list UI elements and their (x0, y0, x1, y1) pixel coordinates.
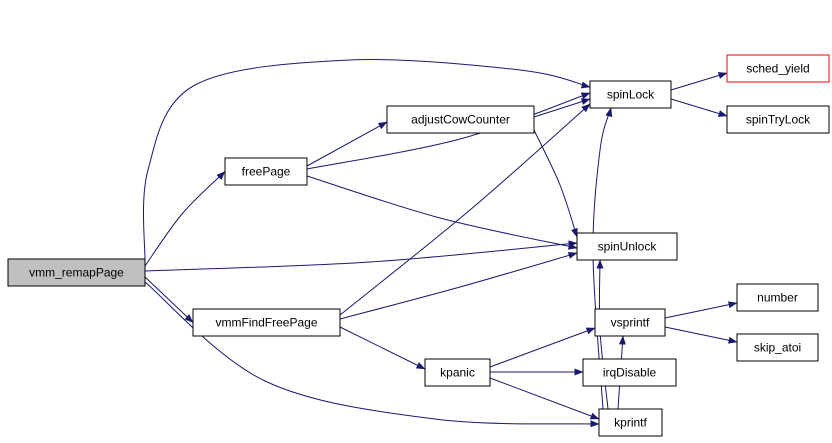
graph-edge-vmm_remapPage-freePage (144, 171, 226, 267)
graph-node-kpanic[interactable]: kpanic (424, 358, 491, 387)
graph-node-box (726, 105, 830, 134)
graph-node-irqDisable[interactable]: irqDisable (582, 358, 677, 387)
graph-edge-vmmFindFreePage-spinLock (339, 103, 591, 316)
graph-node-skip_atoi[interactable]: skip_atoi (736, 333, 819, 362)
graph-node-box (736, 283, 819, 312)
graph-node-box (386, 105, 535, 134)
graph-node-label: adjustCowCounter (411, 113, 510, 127)
graph-edge-vmmFindFreePage-spinUnlock (339, 252, 578, 320)
graph-node-label: kpanic (440, 366, 475, 380)
edges-layer (142, 59, 738, 428)
graph-node-label: spinTryLock (746, 113, 811, 127)
graph-edge-vmm_remapPage-vmmFindFreePage (144, 276, 194, 323)
graph-node-box (736, 333, 819, 362)
graph-node-label: vmmFindFreePage (215, 316, 317, 330)
graph-node-label: vmm_remapPage (29, 266, 124, 280)
graph-node-label: irqDisable (603, 366, 657, 380)
graph-node-label: sched_yield (746, 62, 809, 76)
graph-edge-vmmFindFreePage-kpanic (339, 326, 426, 370)
graph-node-label: freePage (242, 165, 291, 179)
graph-node-vmm_remapPage: vmm_remapPage (7, 258, 146, 287)
graph-edge-adjustCowCounter-spinUnlock (533, 129, 578, 238)
graph-node-label: spinLock (607, 88, 655, 102)
graph-node-vmmFindFreePage[interactable]: vmmFindFreePage (192, 308, 341, 337)
graph-node-label: number (757, 291, 798, 305)
graph-node-spinTryLock[interactable]: spinTryLock (726, 105, 830, 134)
graph-node-spinLock[interactable]: spinLock (589, 80, 672, 109)
graph-node-vsprintf[interactable]: vsprintf (594, 308, 666, 337)
graph-node-box (576, 232, 678, 261)
graph-edge-freePage-spinLock (306, 92, 591, 170)
graph-node-box (192, 308, 341, 337)
graph-edge-vmm_remapPage-kprintf (144, 281, 600, 428)
graph-node-label: vsprintf (611, 316, 650, 330)
graph-node-box (594, 308, 666, 337)
graph-edge-spinLock-spinTryLock (670, 98, 728, 117)
graph-edge-kprintf-spinLock (592, 107, 613, 410)
graph-edge-vsprintf-skip_atoi (664, 326, 738, 344)
graph-node-box (424, 358, 491, 387)
graph-edge-vmm_remapPage-spinLock (142, 59, 591, 264)
graph-node-box (726, 54, 830, 83)
graph-edge-vsprintf-number (664, 301, 738, 319)
graph-edge-kpanic-kprintf (489, 377, 600, 420)
graph-node-box (598, 408, 663, 437)
graph-node-adjustCowCounter[interactable]: adjustCowCounter (386, 105, 535, 134)
graph-edge-freePage-adjustCowCounter (306, 121, 388, 167)
graph-node-kprintf[interactable]: kprintf (598, 408, 663, 437)
graph-edge-freePage-spinUnlock (306, 175, 578, 250)
graph-edge-kpanic-vsprintf (489, 327, 596, 368)
graph-node-box (589, 80, 672, 109)
graph-edge-adjustCowCounter-spinLock (533, 98, 591, 118)
graph-node-box (582, 358, 677, 387)
graph-node-label: skip_atoi (754, 341, 801, 355)
graph-edge-vmm_remapPage-spinUnlock (144, 240, 578, 272)
graph-node-sched_yield[interactable]: sched_yield (726, 54, 830, 83)
graph-node-box (7, 258, 146, 287)
graph-node-label: spinUnlock (598, 240, 658, 254)
graph-node-label: kprintf (614, 416, 647, 430)
graph-node-freePage[interactable]: freePage (224, 157, 308, 186)
graph-edge-spinLock-sched_yield (670, 72, 728, 91)
graph-node-box (224, 157, 308, 186)
graph-node-spinUnlock[interactable]: spinUnlock (576, 232, 678, 261)
nodes-layer: vmm_remapPage freePage adjustCowCounter spi… (7, 54, 830, 437)
graph-node-number[interactable]: number (736, 283, 819, 312)
